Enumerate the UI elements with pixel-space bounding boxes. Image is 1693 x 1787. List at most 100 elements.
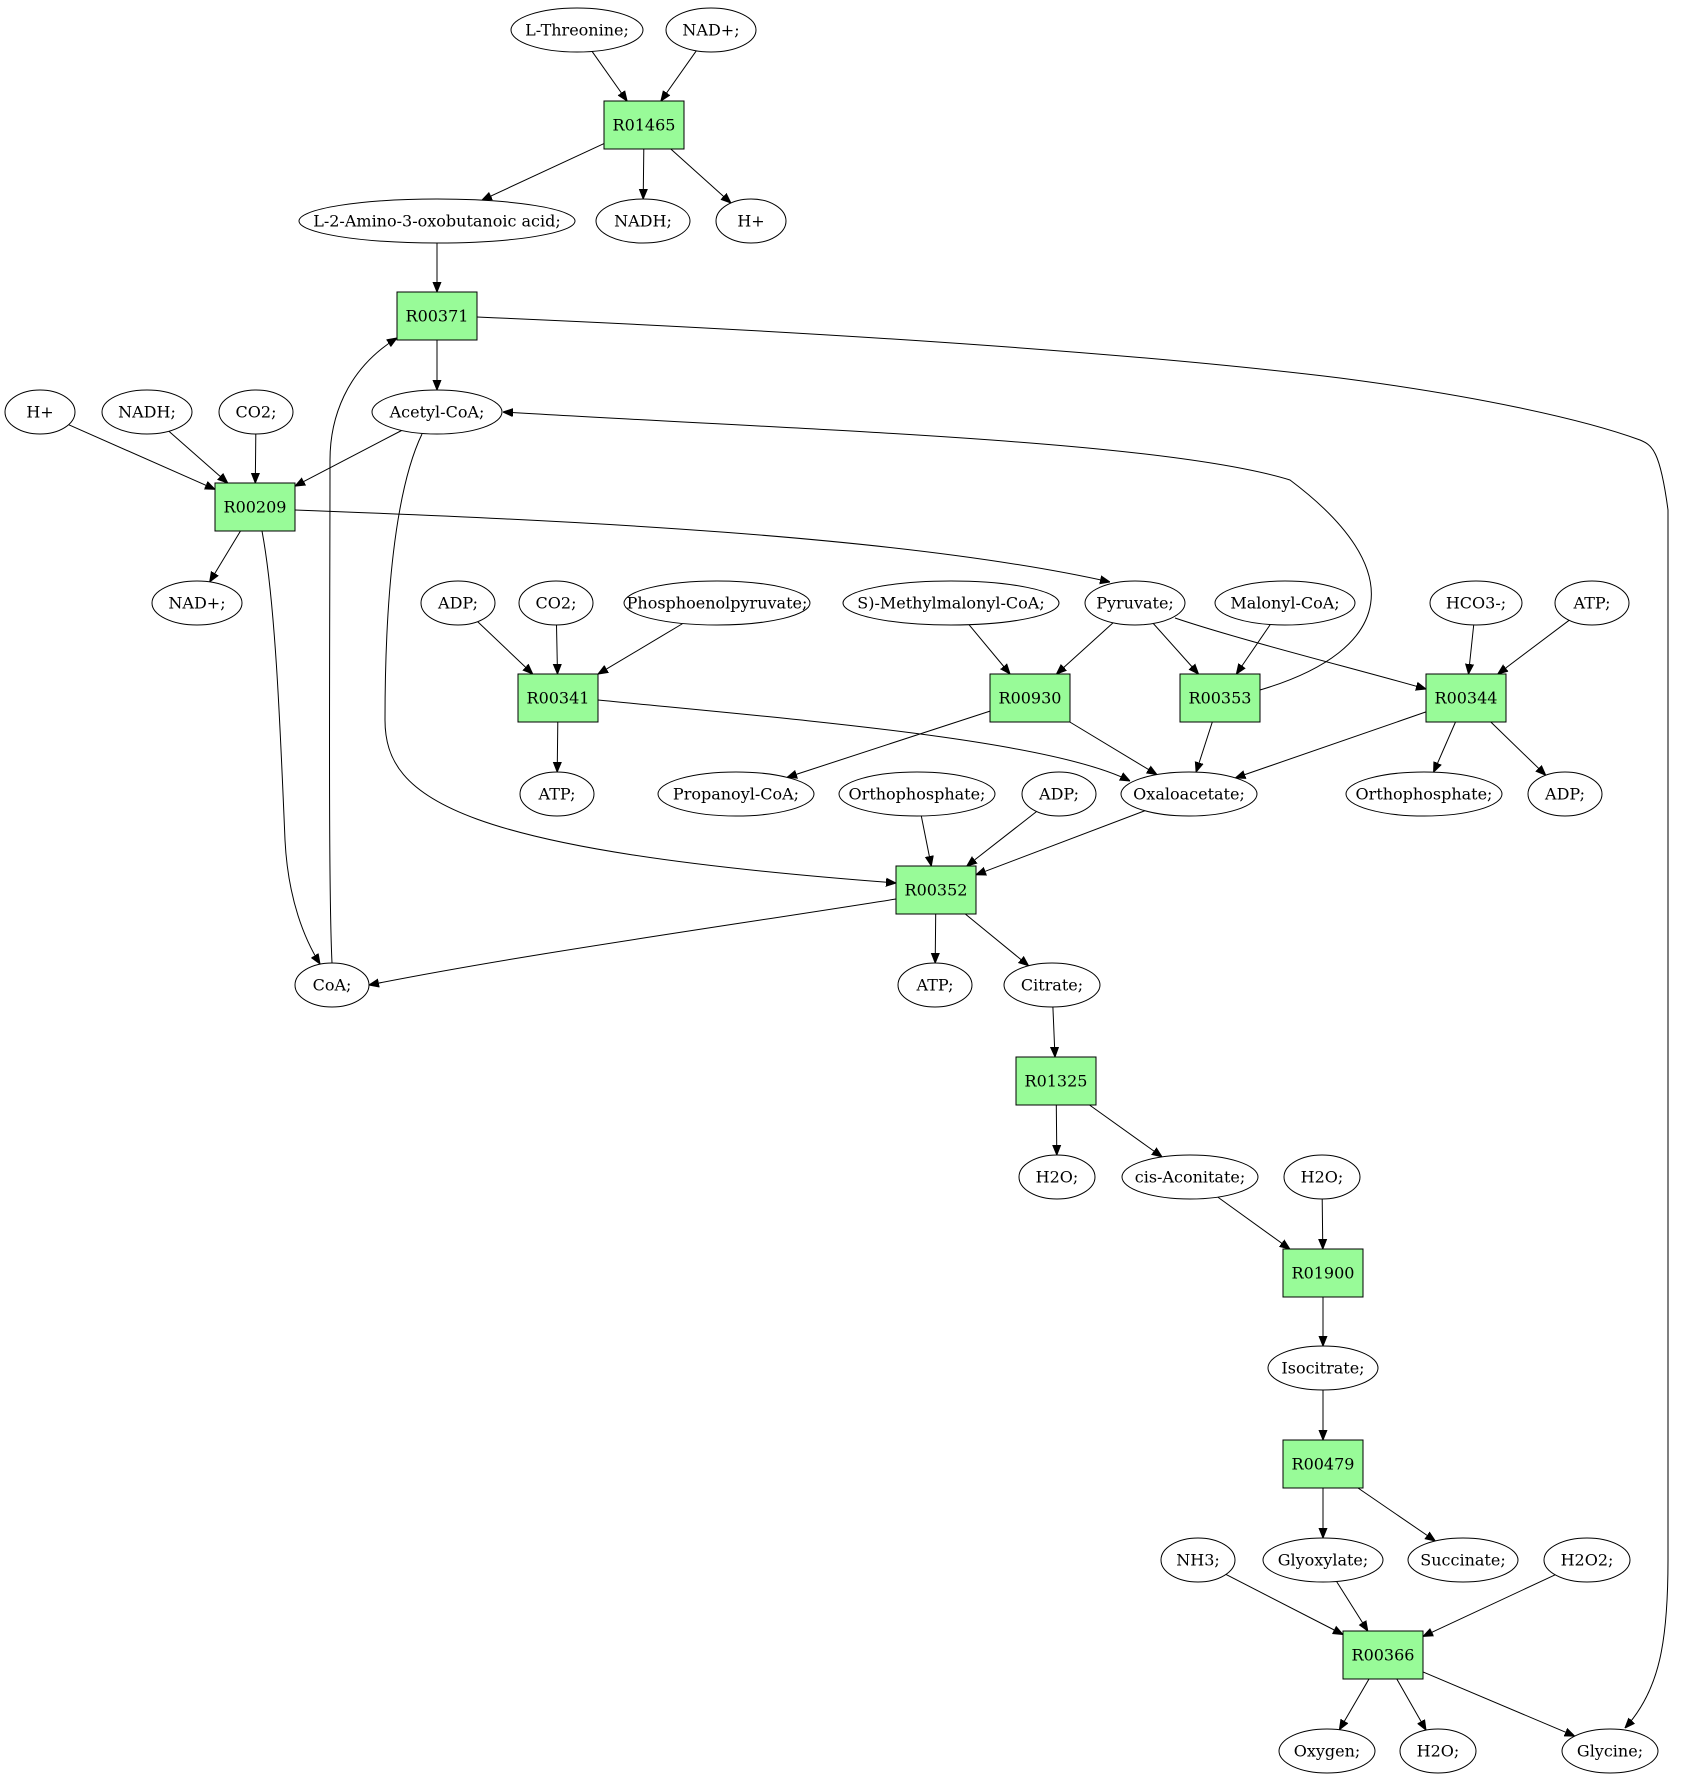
node-label: R00930 xyxy=(999,689,1062,708)
node-label: HCO3-; xyxy=(1446,594,1506,613)
node-label: ATP; xyxy=(1573,594,1611,613)
reaction-box xyxy=(895,865,977,915)
metabolite-node-n_oxa: Oxaloacetate; xyxy=(1120,771,1258,817)
node-label: Orthophosphate; xyxy=(1356,785,1493,804)
node-label: R00353 xyxy=(1189,689,1252,708)
edge-r01325-to-n_cisacon xyxy=(1089,1104,1163,1157)
node-label: R00352 xyxy=(905,881,968,900)
metabolite-ellipse xyxy=(1214,580,1356,626)
node-label: NAD+; xyxy=(168,594,225,613)
edge-n_pyr-to-r00930 xyxy=(1057,622,1114,674)
node-label: R01465 xyxy=(613,116,676,135)
node-label: NADH; xyxy=(118,403,176,422)
node-label: H+ xyxy=(737,212,764,231)
edge-n_thr-to-r01465 xyxy=(591,51,627,101)
edge-r00371-to-n_glycine xyxy=(476,316,1669,1728)
node-label: ADP; xyxy=(1544,785,1585,804)
metabolite-node-n_h_top: H+ xyxy=(715,198,787,244)
edge-n_adp1-to-r00341 xyxy=(477,621,533,674)
node-label: R00479 xyxy=(1292,1455,1355,1474)
edges-layer xyxy=(68,50,1669,1736)
edge-n_nh3-to-r00366 xyxy=(1225,1573,1343,1634)
reaction-box xyxy=(1179,673,1261,723)
metabolite-node-n_glycine: Glycine; xyxy=(1561,1728,1659,1774)
metabolite-ellipse xyxy=(1120,771,1258,817)
edge-r00344-to-n_adp3 xyxy=(1490,721,1546,775)
edge-n_hco3-to-r00344 xyxy=(1469,624,1474,674)
node-label: Oxaloacetate; xyxy=(1133,785,1245,804)
node-label: H2O; xyxy=(1036,1168,1079,1187)
node-label: H2O2; xyxy=(1561,1551,1614,1570)
node-label: CoA; xyxy=(313,976,352,995)
metabolite-node-n_co2_left: CO2; xyxy=(218,389,294,435)
metabolite-node-n_coa: CoA; xyxy=(294,962,370,1008)
edge-n_glyox-to-r00366 xyxy=(1336,1581,1368,1631)
metabolite-node-n_h2o2b: H2O2; xyxy=(1543,1537,1631,1583)
edge-r00352-to-n_coa xyxy=(369,898,897,985)
reaction-node-r01900: R01900 xyxy=(1282,1248,1364,1298)
reaction-box xyxy=(517,673,599,723)
node-label: Citrate; xyxy=(1021,976,1083,995)
edge-r00209-to-n_pyr xyxy=(294,509,1110,582)
metabolite-node-n_ortho1: Orthophosphate; xyxy=(838,771,996,817)
edge-r01465-to-n_nadh_top xyxy=(643,148,644,199)
metabolite-node-n_nadp_left: NAD+; xyxy=(151,580,243,626)
metabolite-ellipse xyxy=(101,389,193,435)
node-label: Glycine; xyxy=(1577,1742,1643,1761)
metabolite-ellipse xyxy=(4,389,76,435)
node-label: Pyruvate; xyxy=(1096,594,1174,613)
node-label: NADH; xyxy=(614,212,672,231)
node-label: NH3; xyxy=(1176,1551,1220,1570)
nodes-layer: L-Threonine;NAD+;R01465L-2-Amino-3-oxobu… xyxy=(4,7,1659,1774)
node-label: Isocitrate; xyxy=(1281,1359,1364,1378)
edge-r00930-to-n_propcoa xyxy=(787,710,991,777)
edge-r00479-to-n_succ xyxy=(1357,1487,1435,1541)
reaction-node-r00479: R00479 xyxy=(1282,1439,1364,1489)
node-label: Succinate; xyxy=(1420,1551,1505,1570)
reaction-box xyxy=(1282,1248,1364,1298)
edge-n_citrate-to-r01325 xyxy=(1053,1006,1055,1057)
node-label: Phosphoenolpyruvate; xyxy=(627,594,808,613)
metabolite-ellipse xyxy=(298,198,576,244)
edge-r01465-to-n_amino xyxy=(482,143,605,201)
edge-n_acetylcoa-to-r00352 xyxy=(384,433,896,883)
metabolite-ellipse xyxy=(1527,771,1603,817)
metabolite-ellipse xyxy=(1407,1537,1519,1583)
edge-r00341-to-n_atp2 xyxy=(557,721,558,772)
source-metabolite-ellipse xyxy=(510,7,644,53)
edge-n_cisacon-to-r01900 xyxy=(1217,1196,1290,1249)
metabolite-ellipse xyxy=(218,389,294,435)
metabolite-ellipse xyxy=(715,198,787,244)
edge-r00366-to-n_h2o3 xyxy=(1396,1678,1426,1730)
metabolite-ellipse xyxy=(1121,1154,1259,1200)
edge-n_pyr-to-r00353 xyxy=(1152,623,1198,675)
metabolite-ellipse xyxy=(1003,962,1101,1008)
edge-n_nadh_left-to-r00209 xyxy=(168,430,228,483)
node-label: Malonyl-CoA; xyxy=(1230,594,1339,613)
node-label: ADP; xyxy=(437,594,478,613)
reaction-box xyxy=(603,100,685,150)
edge-r00366-to-n_oxygen xyxy=(1339,1678,1370,1730)
node-label: H2O; xyxy=(1301,1168,1344,1187)
metabolite-node-n_ortho2: Orthophosphate; xyxy=(1345,771,1503,817)
reaction-box xyxy=(1425,673,1507,723)
node-label: H+ xyxy=(26,403,53,422)
metabolite-node-n_malcoa: Malonyl-CoA; xyxy=(1214,580,1356,626)
edge-n_pep-to-r00341 xyxy=(598,623,684,675)
metabolite-node-n_h2o3: H2O; xyxy=(1399,1728,1477,1774)
edge-r00341-to-n_oxa xyxy=(597,699,1130,781)
edge-r01465-to-n_h_top xyxy=(670,148,731,203)
reaction-node-r00352: R00352 xyxy=(895,865,977,915)
edge-n_h2o2b-to-r00366 xyxy=(1423,1574,1556,1637)
metabolite-ellipse xyxy=(665,7,757,53)
metabolite-node-n_h_left: H+ xyxy=(4,389,76,435)
reaction-node-r00371: R00371 xyxy=(396,291,478,341)
metabolite-ellipse xyxy=(1262,1537,1384,1583)
metabolite-node-n_adp2: ADP; xyxy=(1021,771,1097,817)
node-label: R01325 xyxy=(1025,1072,1088,1091)
edge-r01325-to-n_h2o1 xyxy=(1056,1104,1057,1155)
metabolite-node-n_cisacon: cis-Aconitate; xyxy=(1121,1154,1259,1200)
metabolite-node-n_h2o2: H2O; xyxy=(1283,1154,1361,1200)
metabolite-ellipse xyxy=(294,962,370,1008)
metabolite-node-n_nadh_top: NADH; xyxy=(595,198,691,244)
